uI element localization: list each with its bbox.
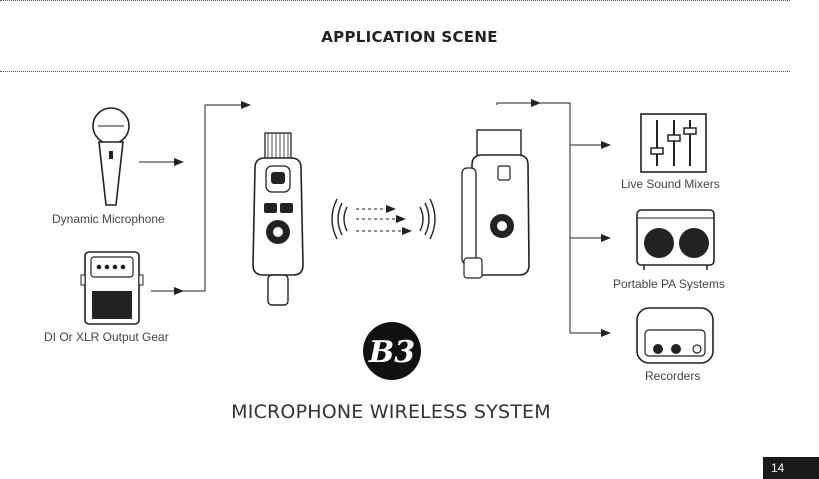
- pa-speaker-icon: [636, 209, 715, 270]
- b3-logo-icon: B3: [363, 322, 421, 380]
- input-bus-line: [183, 101, 251, 292]
- pedal-label: DI Or XLR Output Gear: [44, 330, 169, 344]
- recorder-icon: [636, 307, 714, 364]
- microphone-label: Dynamic Microphone: [52, 212, 165, 226]
- mixer-label: Live Sound Mixers: [621, 177, 720, 191]
- transmitter-icon: [252, 132, 304, 306]
- svg-text:B3: B3: [368, 335, 415, 370]
- page-title: APPLICATION SCENE: [321, 28, 498, 46]
- output-bus-line: [496, 99, 541, 107]
- guitar-pedal-icon: [80, 251, 144, 325]
- receiver-icon: [461, 129, 530, 279]
- mixer-icon: [640, 113, 707, 173]
- system-name: MICROPHONE WIRELESS SYSTEM: [231, 401, 551, 423]
- pa-label: Portable PA Systems: [613, 277, 725, 291]
- recorder-label: Recorders: [645, 369, 701, 383]
- microphone-icon: [92, 107, 130, 206]
- header-divider: [0, 71, 790, 72]
- wireless-signal-icon: [331, 198, 436, 240]
- page-number: 14: [763, 457, 819, 479]
- output-trunk-line: [540, 102, 571, 333]
- top-divider: [0, 0, 790, 1]
